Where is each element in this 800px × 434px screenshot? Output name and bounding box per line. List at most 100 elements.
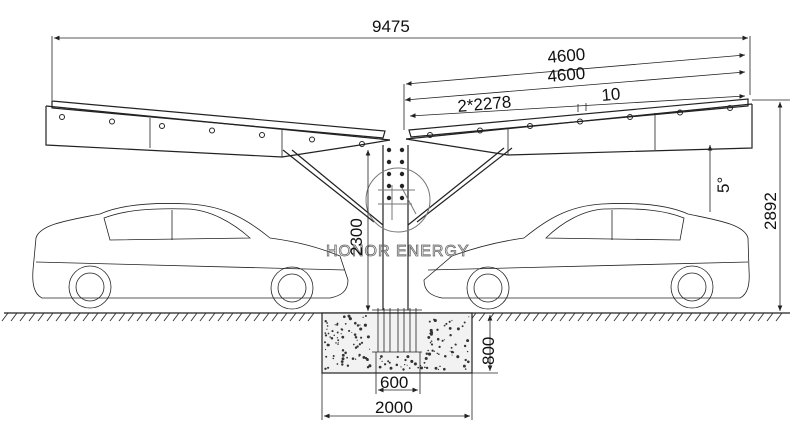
ground-hatch-mark bbox=[676, 312, 684, 322]
concrete-speck bbox=[437, 368, 440, 371]
concrete-speck bbox=[354, 321, 357, 325]
concrete-speck bbox=[417, 366, 420, 369]
span-outer-label: 4600 bbox=[547, 45, 586, 67]
ground-hatch-mark bbox=[271, 312, 279, 322]
base-plate-label: 600 bbox=[380, 373, 408, 392]
column-bolt bbox=[399, 147, 405, 153]
concrete-speck bbox=[348, 317, 350, 319]
ground-hatch-mark bbox=[559, 312, 567, 322]
concrete-speck bbox=[346, 364, 350, 367]
concrete-speck bbox=[429, 341, 432, 344]
concrete-speck bbox=[438, 345, 441, 349]
dim-panel-pitch: 2*2278 10 bbox=[409, 84, 746, 119]
clamp bbox=[427, 132, 433, 138]
concrete-speck bbox=[443, 339, 445, 341]
concrete-speck bbox=[336, 337, 339, 339]
concrete-speck bbox=[333, 334, 335, 336]
concrete-speck bbox=[326, 343, 330, 347]
concrete-speck bbox=[450, 350, 454, 354]
braces bbox=[282, 147, 513, 226]
concrete-speck bbox=[406, 364, 408, 366]
concrete-speck bbox=[456, 355, 460, 359]
concrete-speck bbox=[366, 358, 369, 362]
concrete-speck bbox=[425, 366, 429, 370]
ground-hatch-mark bbox=[127, 312, 135, 322]
concrete-speck bbox=[396, 355, 399, 359]
ground-hatch-mark bbox=[118, 312, 126, 322]
ground-hatch-mark bbox=[181, 312, 189, 322]
concrete-speck bbox=[359, 324, 361, 326]
concrete-speck bbox=[464, 368, 467, 370]
concrete-speck bbox=[327, 332, 330, 335]
column-bolt bbox=[386, 183, 392, 189]
concrete-speck bbox=[351, 357, 355, 360]
ground-hatch-mark bbox=[28, 312, 36, 322]
ground-hatch-mark bbox=[685, 312, 693, 322]
ground-hatch-mark bbox=[73, 312, 81, 322]
ground-hatch-mark bbox=[712, 312, 720, 322]
ground-hatch-mark bbox=[163, 312, 171, 322]
concrete-speck bbox=[425, 352, 429, 355]
watermark-text: HONOR ENERGY bbox=[326, 243, 470, 260]
dim-foundation-depth: 800 bbox=[472, 315, 498, 374]
concrete-speck bbox=[360, 341, 364, 344]
dim-column-height: 2300 bbox=[347, 150, 371, 311]
ground-hatch-mark bbox=[766, 312, 774, 322]
concrete-speck bbox=[326, 325, 329, 327]
concrete-speck bbox=[428, 332, 430, 334]
concrete-speck bbox=[400, 366, 402, 368]
concrete-speck bbox=[324, 334, 328, 337]
concrete-speck bbox=[332, 357, 335, 360]
concrete-speck bbox=[337, 342, 339, 344]
ground-hatch-mark bbox=[613, 312, 621, 322]
concrete-speck bbox=[334, 324, 336, 326]
concrete-speck bbox=[351, 331, 353, 333]
concrete-speck bbox=[383, 363, 387, 366]
clamp bbox=[109, 118, 115, 125]
concrete-speck bbox=[455, 343, 457, 346]
concrete-speck bbox=[341, 353, 345, 357]
ground-hatch-mark bbox=[550, 312, 558, 322]
total-width-label: 9475 bbox=[372, 17, 410, 36]
concrete-speck bbox=[433, 318, 437, 323]
column-bolt bbox=[399, 171, 405, 177]
concrete-speck bbox=[364, 315, 367, 317]
ground-hatch-mark bbox=[586, 312, 594, 322]
dim-total-width: 9475 bbox=[51, 17, 751, 100]
ground-hatch-mark bbox=[172, 312, 180, 322]
concrete-speck bbox=[431, 349, 434, 352]
column-bolt bbox=[386, 147, 392, 153]
ground-hatch-mark bbox=[46, 312, 54, 322]
concrete-speck bbox=[451, 319, 453, 322]
panel-pitch-label: 2*2278 bbox=[457, 92, 512, 116]
concrete-speck bbox=[336, 363, 339, 365]
concrete-speck bbox=[449, 333, 452, 337]
concrete-foundation bbox=[321, 308, 473, 374]
concrete-speck bbox=[461, 325, 464, 328]
concrete-speck bbox=[395, 363, 399, 367]
clamp bbox=[159, 123, 165, 129]
concrete-speck bbox=[324, 341, 326, 344]
ground-hatch-mark bbox=[496, 312, 504, 322]
total-height-label: 2892 bbox=[761, 192, 780, 230]
concrete-speck bbox=[427, 349, 429, 352]
concrete-speck bbox=[359, 327, 363, 331]
concrete-speck bbox=[356, 339, 358, 341]
ground-hatch-mark bbox=[658, 312, 666, 322]
concrete-speck bbox=[337, 343, 339, 345]
watermark: HONOR ENERGY bbox=[326, 167, 470, 260]
ground-hatch-mark bbox=[253, 312, 261, 322]
ground-hatch-mark bbox=[235, 312, 243, 322]
ground-hatch-mark bbox=[649, 312, 657, 322]
clamp bbox=[477, 127, 483, 134]
concrete-speck bbox=[352, 343, 355, 346]
concrete-speck bbox=[336, 322, 339, 325]
ground-hatch-mark bbox=[217, 312, 225, 322]
concrete-speck bbox=[463, 344, 467, 348]
concrete-speck bbox=[466, 350, 469, 353]
concrete-speck bbox=[424, 366, 426, 369]
concrete-speck bbox=[436, 352, 439, 355]
concrete-speck bbox=[341, 363, 344, 366]
concrete-speck bbox=[427, 335, 431, 339]
concrete-speck bbox=[344, 323, 347, 325]
